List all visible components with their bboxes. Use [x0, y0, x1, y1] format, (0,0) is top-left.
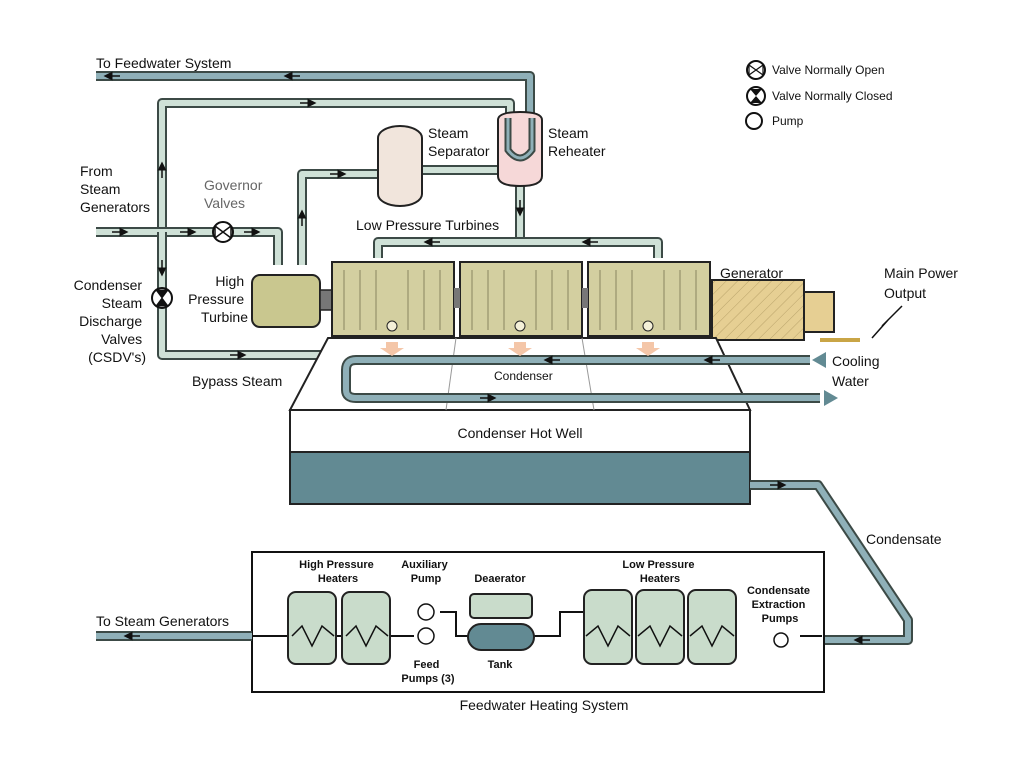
- flow-arrows: [103, 71, 598, 360]
- steam-separator: [377, 125, 423, 207]
- legend: Valve Normally Open Valve Normally Close…: [745, 60, 893, 130]
- governor-valve: [212, 221, 234, 243]
- label-from-steam-generators: From Steam Generators: [80, 163, 150, 215]
- label-auxiliary-pump: Auxiliary Pump: [401, 559, 451, 585]
- csdv-valve: [151, 287, 173, 309]
- label-tank: Tank: [488, 659, 514, 671]
- label-steam-separator: Steam Separator: [428, 125, 490, 159]
- label-condenser: Condenser: [494, 369, 553, 383]
- pipe-from-steam-generators: [96, 227, 283, 265]
- high-pressure-turbine: [251, 274, 333, 328]
- label-to-feedwater-system: To Feedwater System: [96, 55, 231, 71]
- label-steam-reheater: Steam Reheater: [548, 125, 606, 159]
- label-csdv: Condenser Steam Discharge Valves (CSDV's…: [74, 277, 146, 365]
- label-cooling-water: Cooling Water: [832, 353, 883, 389]
- legend-valve-open: Valve Normally Open: [772, 63, 885, 77]
- label-deaerator: Deaerator: [474, 573, 526, 585]
- high-pressure-heaters: [287, 591, 391, 665]
- label-condensate-extraction-pumps: Condensate Extraction Pumps: [747, 585, 813, 625]
- label-high-pressure-turbine: High Pressure Turbine: [188, 273, 248, 325]
- low-pressure-heaters: [583, 589, 737, 665]
- label-condenser-hot-well: Condenser Hot Well: [457, 425, 582, 441]
- pipe-condensate: [750, 480, 913, 645]
- label-feedwater-heating-system: Feedwater Heating System: [460, 697, 629, 713]
- power-output-icon: [871, 305, 903, 339]
- cooling-water-loop: [341, 352, 838, 406]
- pipe-hp-to-separator: [297, 169, 380, 265]
- label-governor-valves: Governor Valves: [204, 177, 266, 211]
- label-low-pressure-turbines: Low Pressure Turbines: [356, 217, 499, 233]
- pump-icon: [417, 603, 789, 648]
- steam-reheater: [497, 110, 543, 188]
- exhaust-arrows: [380, 342, 660, 356]
- label-high-pressure-heaters: High Pressure Heaters: [299, 559, 377, 585]
- deaerator: [467, 593, 535, 651]
- legend-valve-closed: Valve Normally Closed: [772, 89, 893, 103]
- label-to-steam-generators: To Steam Generators: [96, 613, 229, 629]
- label-main-power-output: Main Power Output: [884, 265, 962, 301]
- generator: [711, 279, 860, 342]
- feedwater-heating-system: [96, 551, 825, 693]
- label-bypass-steam: Bypass Steam: [192, 373, 282, 389]
- legend-pump: Pump: [772, 114, 804, 128]
- label-generator: Generator: [720, 265, 783, 281]
- label-feed-pumps: Feed Pumps (3): [401, 659, 455, 685]
- pipe-reheater-to-lp: [373, 180, 663, 258]
- label-low-pressure-heaters: Low Pressure Heaters: [622, 559, 697, 585]
- label-condensate: Condensate: [866, 531, 942, 547]
- low-pressure-turbines: [331, 261, 711, 337]
